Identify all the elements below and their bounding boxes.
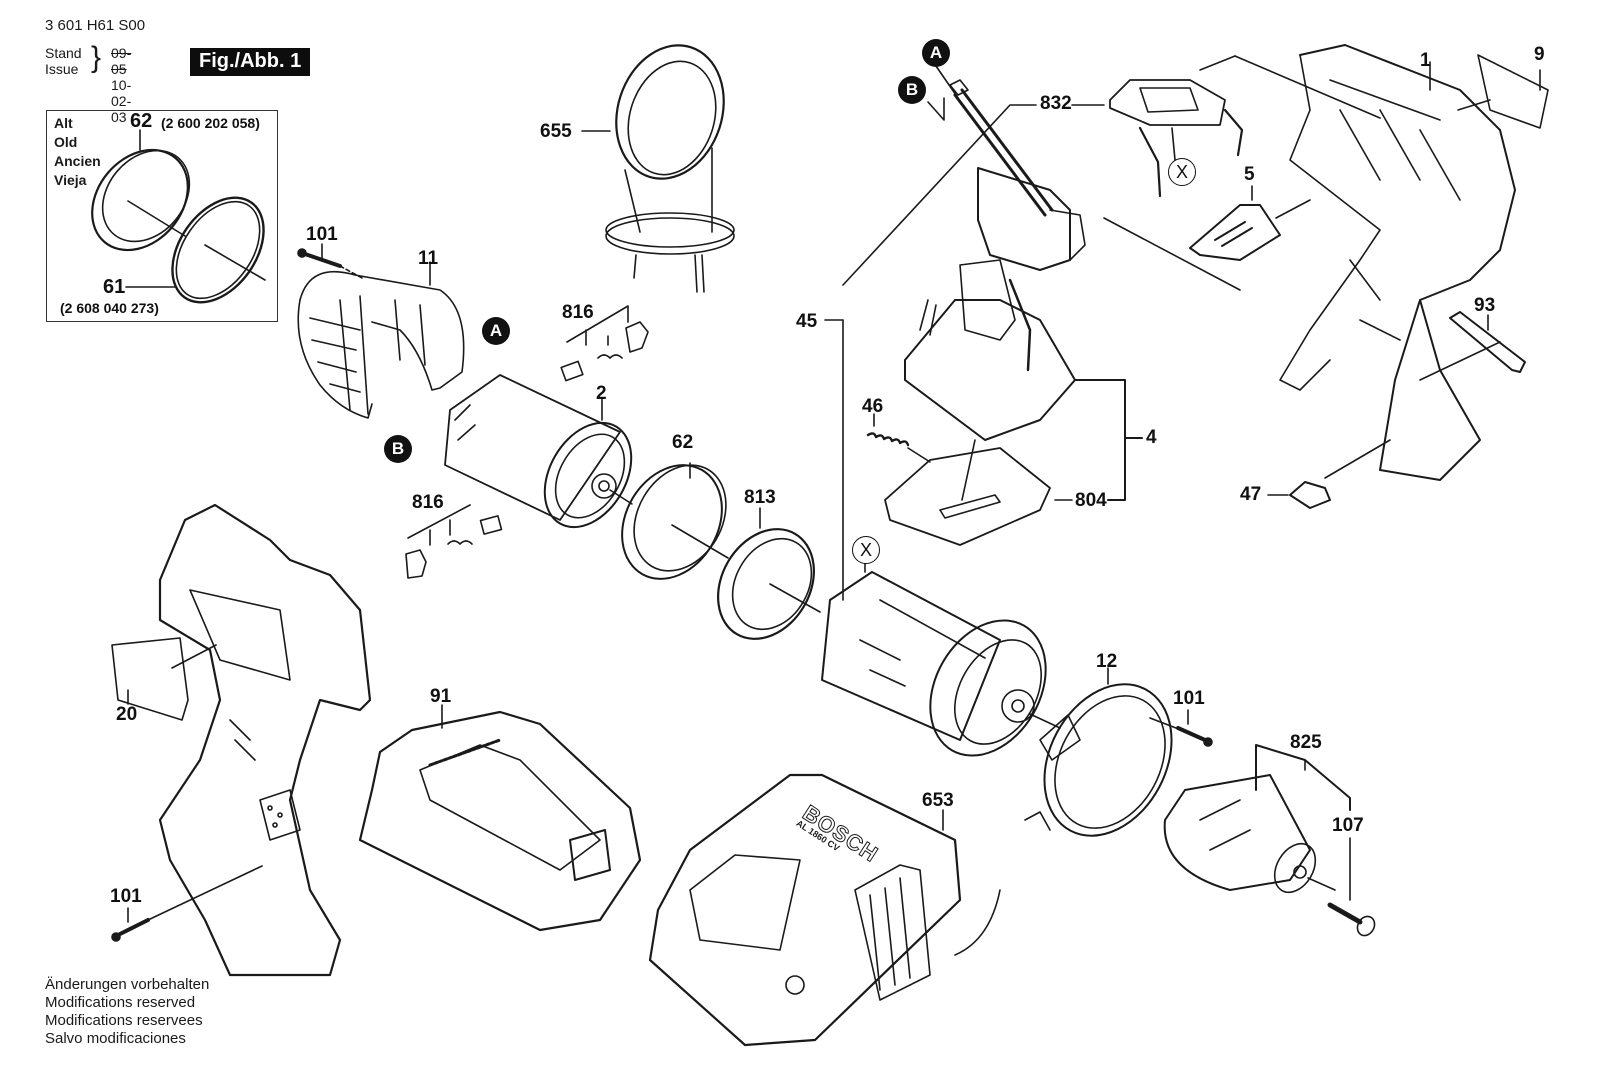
part-91-battery: [360, 705, 640, 930]
callout-804[interactable]: 804: [1075, 490, 1107, 511]
ref-marker-b-motor: B: [384, 435, 412, 463]
callout-93[interactable]: 93: [1474, 295, 1496, 316]
ref-marker-a-switch: A: [922, 39, 950, 67]
callout-91[interactable]: 91: [430, 686, 452, 707]
part-2-motor: [445, 375, 649, 542]
part-switch: [928, 66, 1085, 270]
old-parts-languages: Alt Old Ancien Vieja: [54, 114, 101, 190]
stand-label: Stand: [45, 45, 82, 61]
old-part-number-61: (2 608 040 273): [60, 300, 159, 316]
notice-en: Modifications reserved: [45, 994, 196, 1011]
part-653-charger: [650, 775, 1000, 1045]
part-825-chuck: [1165, 745, 1350, 900]
callout-816-top[interactable]: 816: [562, 302, 594, 323]
callout-47[interactable]: 47: [1240, 484, 1262, 505]
bracket-45-832: [825, 105, 1036, 600]
part-816-brushes-top: [561, 306, 648, 381]
part-813-ring-gear: [699, 508, 833, 656]
part-12-front-cover: [1019, 662, 1197, 858]
callout-11[interactable]: 11: [418, 248, 439, 269]
figure-badge: Fig./Abb. 1: [190, 48, 311, 76]
callout-4[interactable]: 4: [1146, 427, 1157, 448]
part-47-button: [1268, 440, 1390, 508]
lang-en: Old: [54, 134, 78, 150]
callout-46[interactable]: 46: [862, 396, 884, 417]
callout-5[interactable]: 5: [1244, 164, 1255, 185]
brace-icon: }: [91, 41, 102, 74]
callout-101-bottom[interactable]: 101: [110, 886, 142, 907]
part-5-slider: [1104, 186, 1310, 290]
part-101-screw-right: [1150, 710, 1212, 746]
issue-date: 10-02-03: [111, 77, 132, 125]
old-callout-62: 62: [130, 110, 153, 132]
old-part-number-62: (2 600 202 058): [161, 115, 260, 131]
part-107-screw: [1330, 838, 1378, 939]
callout-62[interactable]: 62: [672, 432, 694, 453]
lang-es: Vieja: [54, 172, 87, 188]
part-1-housing-right: [1200, 45, 1515, 480]
part-gearbox: [822, 562, 1069, 776]
part-101-screw-bottom: [112, 866, 262, 941]
revision-block: Stand Issue } 09-05 10-02-03: [45, 43, 131, 126]
callout-45[interactable]: 45: [796, 311, 818, 332]
callout-655[interactable]: 655: [540, 121, 572, 142]
callout-832[interactable]: 832: [1040, 93, 1072, 114]
callout-825[interactable]: 825: [1290, 732, 1322, 753]
lang-fr: Ancien: [54, 153, 101, 169]
issue-label: Issue: [45, 61, 79, 77]
lang-de: Alt: [54, 115, 73, 131]
notice-es: Salvo modificaciones: [45, 1030, 186, 1047]
part-9-label: [1458, 55, 1548, 128]
callout-101-right[interactable]: 101: [1173, 688, 1205, 709]
ref-marker-b-switch: B: [898, 76, 926, 104]
callout-816-bottom[interactable]: 816: [412, 492, 444, 513]
part-816-brushes-bottom: [406, 505, 502, 578]
part-101-screw-top: [298, 244, 362, 278]
bracket-4: [1076, 380, 1142, 500]
part-11-motor-cage: [298, 262, 463, 418]
part-46-spring: [868, 414, 930, 462]
part-62-ring: [602, 447, 744, 597]
notice-fr: Modifications reservees: [45, 1012, 203, 1029]
part-804-plate: [885, 448, 1072, 545]
callout-101-top[interactable]: 101: [306, 224, 338, 245]
callout-2[interactable]: 2: [596, 383, 607, 404]
document-number: 3 601 H61 S00: [45, 17, 146, 34]
callout-653[interactable]: 653: [922, 790, 954, 811]
old-parts-box: [46, 110, 278, 322]
stand-date-struck: 09-05: [111, 45, 132, 77]
callout-20[interactable]: 20: [116, 704, 138, 725]
modifications-notice: Änderungen vorbehalten Modifications res…: [45, 976, 209, 1048]
part-93-bit: [1420, 312, 1525, 380]
old-ring-62: [72, 130, 207, 269]
part-housing-left: [160, 505, 370, 975]
callout-1[interactable]: 1: [1420, 50, 1431, 71]
old-ring-61: [126, 181, 282, 320]
ref-marker-a-motor: A: [482, 317, 510, 345]
notice-de: Änderungen vorbehalten: [45, 976, 210, 993]
part-832-cover: [1072, 80, 1242, 196]
callout-107[interactable]: 107: [1332, 815, 1364, 836]
part-655-dust-adapter: [582, 31, 740, 292]
callout-813[interactable]: 813: [744, 487, 776, 508]
callout-12[interactable]: 12: [1096, 651, 1118, 672]
part-4-base: [905, 260, 1075, 500]
ref-marker-x-gearbox: X: [852, 536, 880, 564]
old-callout-61: 61: [103, 276, 126, 298]
ref-marker-x-cover: X: [1168, 158, 1196, 186]
callout-9[interactable]: 9: [1534, 44, 1545, 65]
